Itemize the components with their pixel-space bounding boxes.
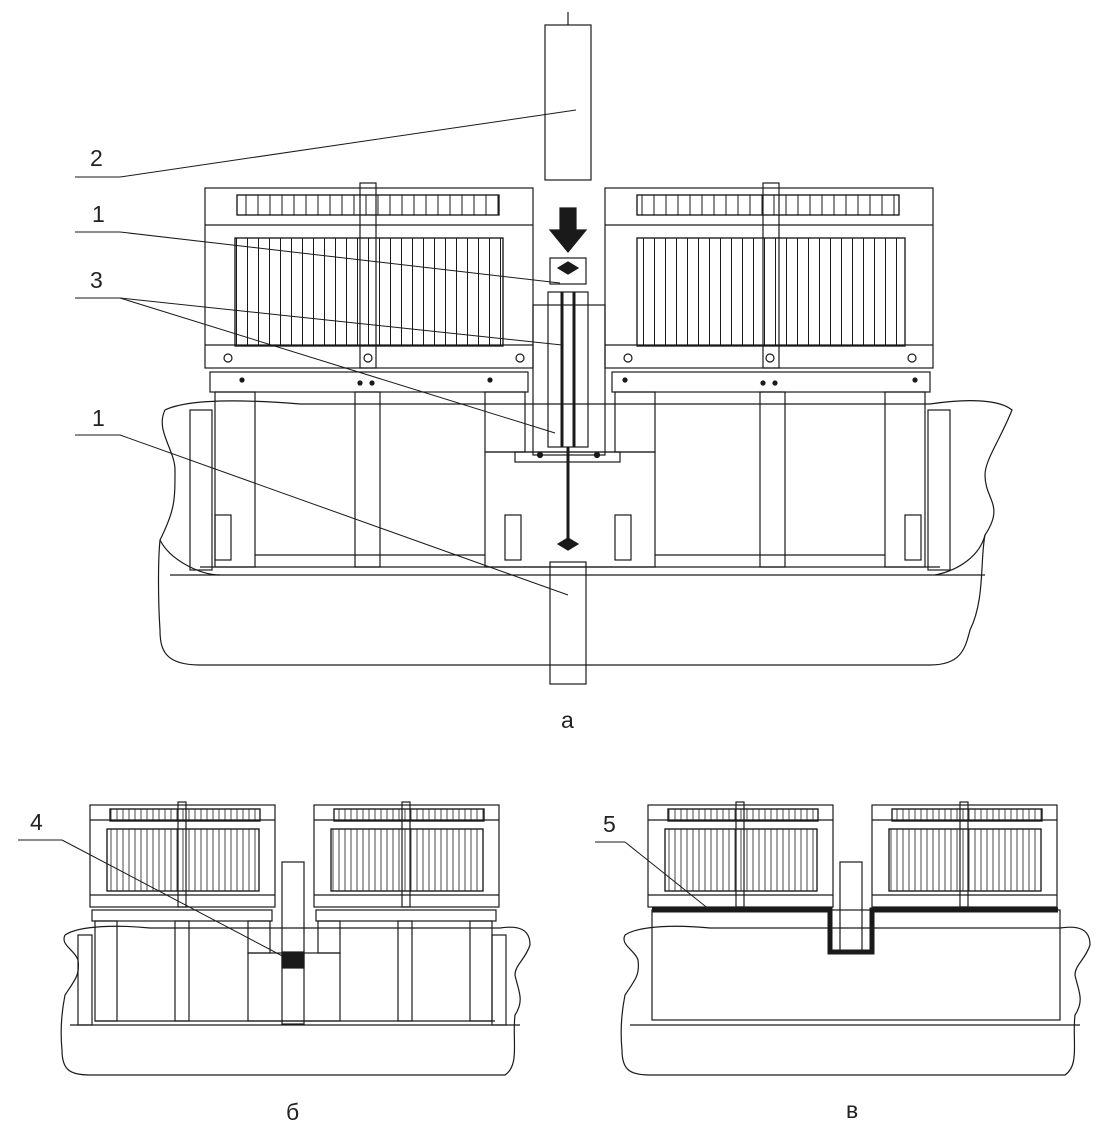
base-outline-a xyxy=(157,400,1013,666)
joint-plate-c xyxy=(839,861,863,953)
caption-b: б xyxy=(286,1099,299,1125)
insert-arrow-a xyxy=(548,207,588,253)
caption-a: а xyxy=(561,707,574,733)
upper-bracket-a xyxy=(544,24,592,181)
callout-3: 3 xyxy=(90,267,103,293)
view-b xyxy=(60,801,531,1076)
callout-2: 2 xyxy=(90,145,103,171)
leader-lines xyxy=(18,109,711,961)
coupling-bar-a xyxy=(547,291,589,448)
caption-c: в xyxy=(846,1097,858,1123)
view-a xyxy=(157,12,1013,685)
callout-4: 4 xyxy=(30,809,43,835)
callout-1-top: 1 xyxy=(92,201,105,227)
view-c xyxy=(620,801,1091,1076)
callout-1-bottom: 1 xyxy=(92,405,105,431)
joint-plate-b xyxy=(281,861,305,1025)
callout-5: 5 xyxy=(603,811,616,837)
seal-c xyxy=(652,907,1058,955)
